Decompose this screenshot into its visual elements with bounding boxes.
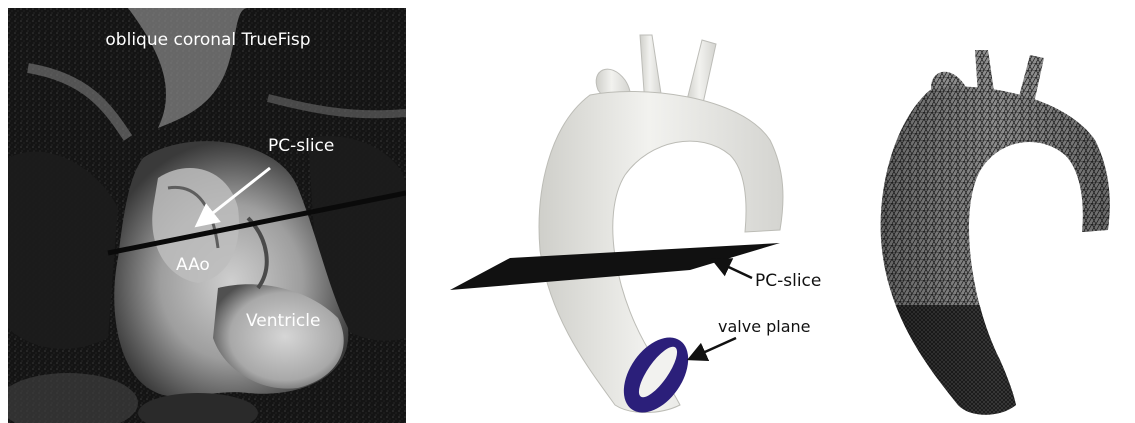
mri-ventricle-label: Ventricle [246,311,320,331]
mesh-panel [860,0,1135,423]
geometry-valve-arrow [696,338,736,356]
mri-pc-slice-label: PC-slice [268,136,334,156]
geometry-valve-plane-label: valve plane [718,317,811,336]
mri-panel: oblique coronal TrueFisp PC-slice AAo Ve… [8,8,406,423]
mri-title: oblique coronal TrueFisp [105,30,310,50]
geometry-panel: PC-slice valve plane [440,0,840,423]
geometry-pc-slice-label: PC-slice [755,271,821,291]
geometry-pc-slice-arrow [720,263,752,278]
mesh-aorta [860,0,1135,423]
mri-aao-label: AAo [176,255,210,275]
